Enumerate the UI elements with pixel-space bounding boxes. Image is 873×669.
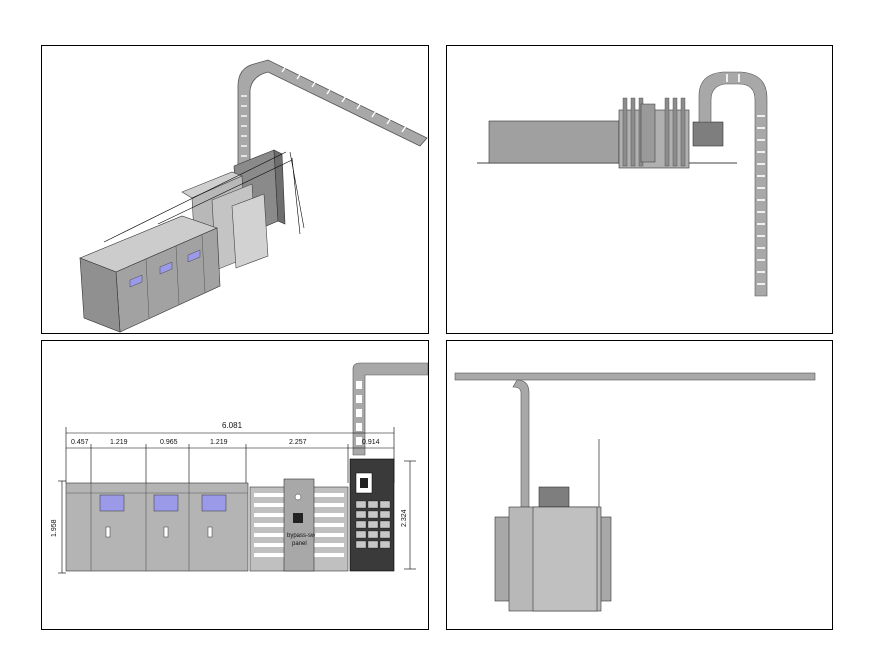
dim-segment-2: 1.219 [110, 439, 128, 446]
front-windows [99, 494, 227, 512]
terminal-block [355, 500, 391, 549]
cable-tray-rungs [241, 65, 407, 157]
bypass-label-2: panel [292, 541, 307, 547]
iso-windows [129, 249, 201, 288]
side-drawing [477, 71, 768, 297]
plan-drawing [454, 372, 816, 612]
dim-segment-1: 0.457 [71, 439, 89, 446]
side-dark-box [692, 121, 724, 147]
isometric-drawing [79, 59, 428, 333]
dim-segment-6: 0.914 [362, 439, 380, 446]
plan-view [446, 340, 833, 630]
height-right-label: 2.324 [401, 509, 408, 527]
isometric-view [41, 45, 429, 334]
front-view: 6.081 0.457 1.219 0.965 1.219 2.257 0.91… [41, 340, 429, 630]
dim-segment-5: 2.257 [289, 439, 307, 446]
iso-dimensions [103, 151, 305, 243]
plan-cable-tray [454, 372, 816, 381]
height-left-label: 1.958 [51, 519, 58, 537]
side-cable-tray [698, 71, 768, 297]
cable-tray [237, 59, 428, 167]
segment-dimension-line [66, 444, 394, 483]
side-switchgear [488, 120, 620, 164]
plan-dark-box [538, 486, 570, 508]
overall-dimension-line [65, 427, 395, 483]
switchgear-end [79, 257, 121, 333]
overall-dim-label: 6.081 [222, 421, 243, 430]
front-cable-tray [352, 362, 428, 456]
dim-segment-4: 1.219 [210, 439, 228, 446]
side-view [446, 45, 833, 334]
bypass-label-1: bypass-sw [287, 533, 316, 539]
dim-segment-3: 0.965 [160, 439, 178, 446]
front-drawing: 6.081 0.457 1.219 0.965 1.219 2.257 0.91… [51, 362, 428, 574]
